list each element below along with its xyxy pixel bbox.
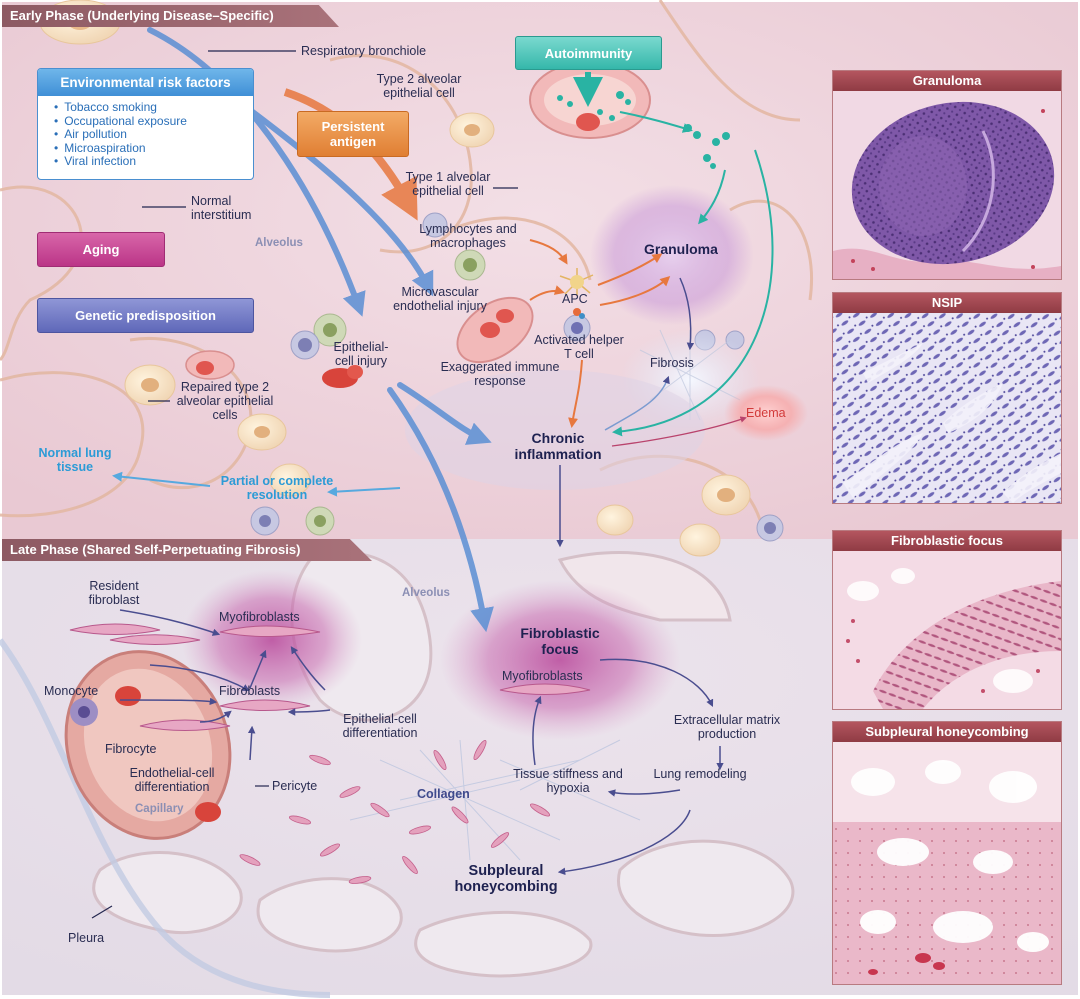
subpleural-honeycombing-label: Subpleural honeycombing [454,863,558,895]
pericyte-label: Pericyte [272,779,318,793]
activated-helper-t-cell-label: Activated helper T cell [534,333,624,361]
lung-remodeling-label: Lung remodeling [653,767,747,781]
histology-honeycomb-image [833,742,1061,984]
edema-label: Edema [746,406,786,420]
monocyte-label: Monocyte [44,684,99,698]
alveolus-label: Alveolus [255,237,303,249]
subpleural-honeycombing-panel: Subpleural honeycombing [832,721,1062,985]
risk-factor-item: Air pollution [64,127,253,142]
risk-factor-list: Tobacco smoking Occupational exposure Ai… [38,100,253,169]
epithelial-cell-injury-label: Epithelial-cell injury [333,340,389,368]
histology-fibroblastic-image [833,551,1061,709]
epithelial-cell-differentiation-label: Epithelial-cell differentiation [342,712,418,740]
risk-factor-item: Tobacco smoking [64,100,253,115]
focus-myofibroblasts-label: Myofibroblasts [502,669,583,683]
pleura-label: Pleura [68,931,105,945]
chronic-inflammation-label: Chronic inflammation [514,430,602,462]
granuloma-panel-title: Granuloma [833,71,1061,91]
histology-nsip-image [833,313,1061,503]
late-alveolus-label: Alveolus [402,587,450,599]
capillary-label: Capillary [135,803,184,815]
microvascular-injury-label: Microvascular endothelial injury [393,285,487,313]
resolution-label: Partial or complete resolution [220,474,334,502]
fibroblastic-focus-label: Fibroblastic focus [520,625,600,657]
late-phase-header: Late Phase (Shared Self-Perpetuating Fib… [2,539,372,561]
lymphocytes-macrophages-label: Lymphocytes and macrophages [419,222,517,250]
risk-factor-item: Microaspiration [64,141,253,156]
normal-lung-tissue-label: Normal lung tissue [38,446,112,474]
environmental-risk-factors-title: Environmental risk factors [38,69,253,96]
endothelial-cell-differentiation-label: Endothelial-cell differentiation [129,766,215,794]
apc-label: APC [562,292,588,306]
respiratory-bronchiole-label: Respiratory bronchiole [301,44,427,58]
fibrosis-label: Fibrosis [650,356,694,370]
subpleural-honeycombing-panel-title: Subpleural honeycombing [833,722,1061,742]
granuloma-label: Granuloma [644,241,718,257]
fibrocyte-label: Fibrocyte [105,742,157,756]
type1-alveolar-cell-label: Type 1 alveolar epithelial cell [405,170,491,198]
myofibroblasts-label: Myofibroblasts [219,610,300,624]
type2-alveolar-cell-label: Type 2 alveolar epithelial cell [376,72,462,100]
aging-box: Aging [37,232,165,267]
granuloma-panel: Granuloma [832,70,1062,280]
collagen-label: Collagen [417,787,470,801]
normal-interstitium-label: Normal interstitium [191,194,252,222]
repaired-type2-cells-label: Repaired type 2 alveolar epithelial cell… [176,380,274,422]
genetic-predisposition-box: Genetic predisposition [37,298,254,333]
nsip-panel: NSIP [832,292,1062,504]
fibroblastic-focus-panel: Fibroblastic focus [832,530,1062,710]
exaggerated-immune-response-label: Exaggerated immune response [440,360,560,388]
histology-granuloma-image [833,91,1061,279]
fibroblasts-label: Fibroblasts [219,684,281,698]
fibroblastic-focus-panel-title: Fibroblastic focus [833,531,1061,551]
persistent-antigen-box: Persistent antigen [297,111,409,157]
autoimmunity-box: Autoimmunity [515,36,662,70]
risk-factor-item: Occupational exposure [64,114,253,129]
early-phase-header: Early Phase (Underlying Disease–Specific… [2,5,339,27]
tissue-stiffness-label: Tissue stiffness and hypoxia [513,767,623,795]
extracellular-matrix-label: Extracellular matrix production [673,713,781,741]
risk-factor-item: Viral infection [64,154,253,169]
nsip-panel-title: NSIP [833,293,1061,313]
environmental-risk-factors-box: Environmental risk factors Tobacco smoki… [37,68,254,180]
resident-fibroblast-label: Resident fibroblast [88,579,140,607]
